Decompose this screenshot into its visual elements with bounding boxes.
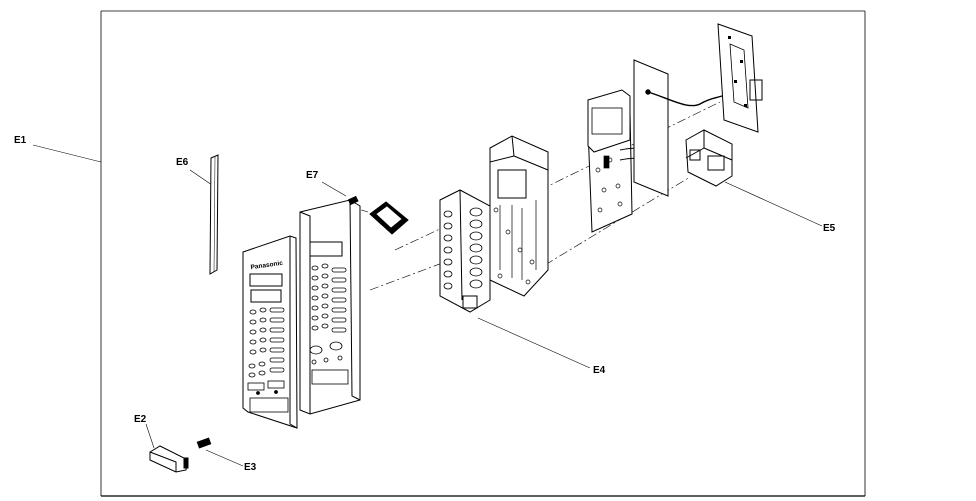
callout-e4: E4 xyxy=(593,365,606,376)
leader-e3 xyxy=(205,449,244,467)
part-wire xyxy=(645,89,723,107)
leader-e5 xyxy=(724,181,823,227)
panel-brand-text: Panasonic xyxy=(250,260,284,272)
part-e2-clip xyxy=(149,445,189,473)
part-front-bezel xyxy=(299,199,361,415)
leader-e7 xyxy=(321,181,347,197)
leader-e2 xyxy=(145,423,155,449)
callout-e2: E2 xyxy=(134,414,147,425)
callout-e6: E6 xyxy=(176,157,189,168)
part-e6-strip xyxy=(209,154,219,275)
callout-e1: E1 xyxy=(14,135,27,146)
part-chassis-frame xyxy=(489,135,549,297)
callout-e7: E7 xyxy=(306,170,319,181)
leader-e6 xyxy=(189,169,213,186)
part-lcd-window xyxy=(369,201,409,235)
part-e4-keysheet xyxy=(439,189,491,313)
part-e5-box xyxy=(685,129,733,187)
leader-lines xyxy=(32,144,823,467)
callout-e5: E5 xyxy=(823,223,836,234)
part-front-panel-label: Panasonic xyxy=(242,235,298,429)
part-e7-spring xyxy=(347,195,359,206)
callout-e3: E3 xyxy=(244,462,257,473)
leader-e4 xyxy=(477,317,591,369)
part-power-board xyxy=(717,23,763,133)
part-backing-sheet xyxy=(633,59,669,197)
part-e3-spring xyxy=(196,437,212,449)
leader-e1 xyxy=(32,144,102,163)
part-digital-board xyxy=(587,89,633,233)
diagram-frame xyxy=(100,10,866,497)
